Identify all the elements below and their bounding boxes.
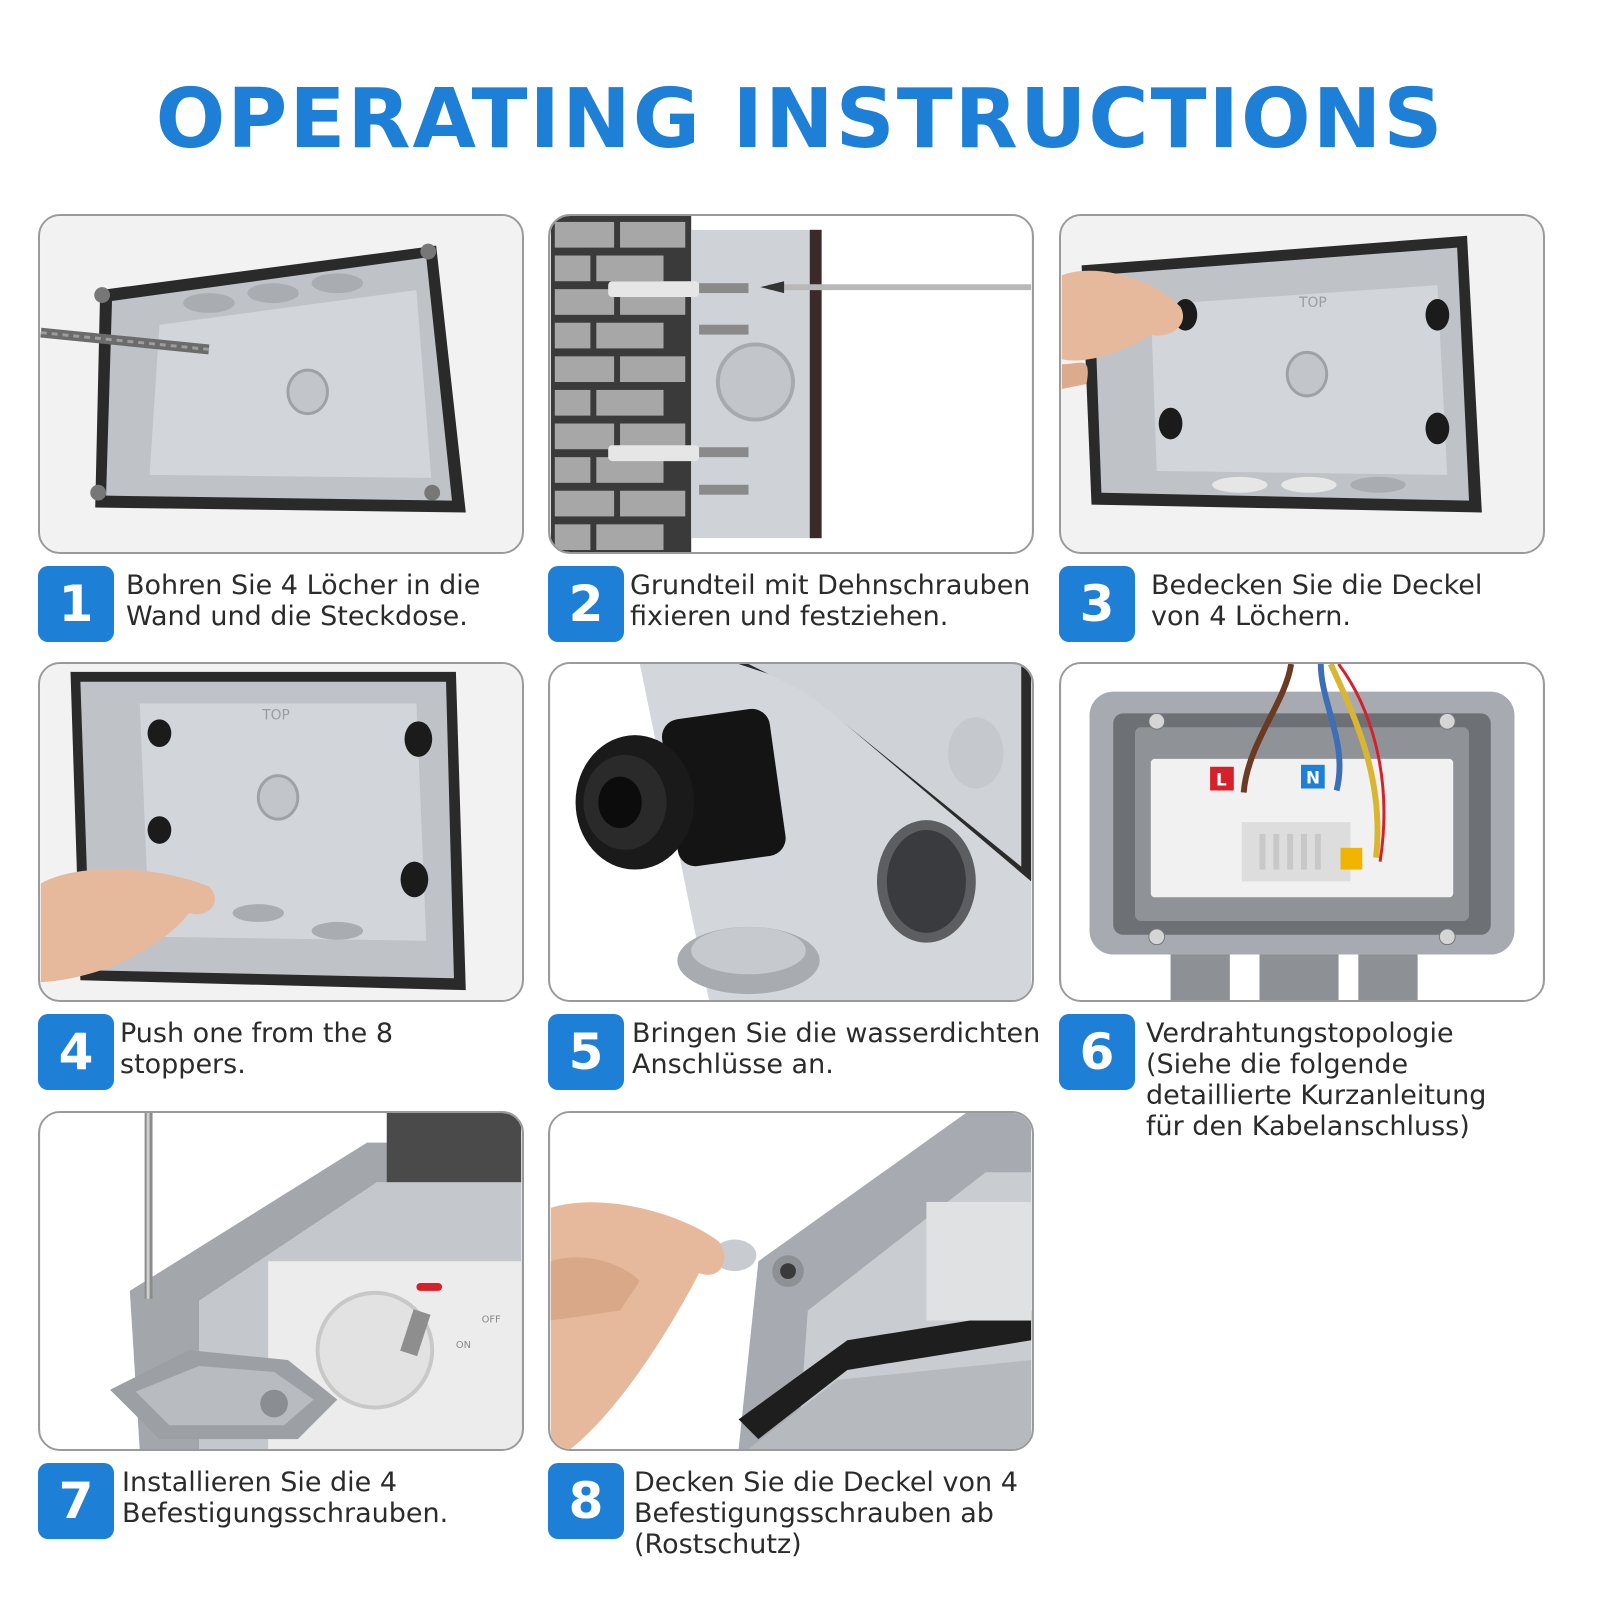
step-8-photo [548, 1111, 1034, 1451]
step-2-caption: Grundteil mit Dehnschrauben fixieren und… [630, 570, 1031, 632]
wall-mounting-illustration [550, 216, 1032, 552]
step-8-badge: 8 [548, 1463, 624, 1539]
step-5-photo [548, 662, 1034, 1002]
step-8-caption: Decken Sie die Deckel von 4 Befestigungs… [634, 1467, 1018, 1560]
svg-text:TOP: TOP [261, 707, 290, 723]
svg-text:L: L [1216, 770, 1227, 790]
step-6-badge: 6 [1059, 1014, 1135, 1090]
push-stopper-illustration: TOP [40, 664, 522, 1000]
step-5-badge: 5 [548, 1014, 624, 1090]
step-4-caption: Push one from the 8 stoppers. [120, 1018, 393, 1080]
drilling-box-illustration [40, 216, 522, 552]
step-3-caption: Bedecken Sie die Deckel von 4 Löchern. [1151, 570, 1483, 632]
step-3-photo: TOP [1059, 214, 1545, 554]
covering-holes-illustration: TOP [1061, 216, 1543, 552]
step-5-caption: Bringen Sie die wasserdichten Anschlüsse… [632, 1018, 1041, 1080]
wiring-topology-illustration: L N [1061, 664, 1543, 1000]
step-6-caption: Verdrahtungstopologie (Siehe die folgend… [1146, 1018, 1487, 1142]
svg-text:TOP: TOP [1298, 295, 1327, 311]
svg-text:N: N [1306, 768, 1320, 788]
svg-text:OFF: OFF [482, 1315, 501, 1326]
step-2-badge: 2 [548, 566, 624, 642]
step-7-badge: 7 [38, 1463, 114, 1539]
step-1-photo [38, 214, 524, 554]
step-2-photo [548, 214, 1034, 554]
svg-text:ON: ON [456, 1340, 471, 1351]
step-4-photo: TOP [38, 662, 524, 1002]
step-7-photo: OFF ON [38, 1111, 524, 1451]
screw-covers-illustration [550, 1113, 1032, 1449]
fastening-screws-illustration: OFF ON [40, 1113, 522, 1449]
cable-gland-illustration [550, 664, 1032, 1000]
step-6-photo: L N [1059, 662, 1545, 1002]
step-3-badge: 3 [1059, 566, 1135, 642]
step-1-badge: 1 [38, 566, 114, 642]
step-1-caption: Bohren Sie 4 Löcher in die Wand und die … [126, 570, 481, 632]
page-title: OPERATING INSTRUCTIONS [155, 72, 1445, 167]
step-4-badge: 4 [38, 1014, 114, 1090]
step-7-caption: Installieren Sie die 4 Befestigungsschra… [122, 1467, 449, 1529]
